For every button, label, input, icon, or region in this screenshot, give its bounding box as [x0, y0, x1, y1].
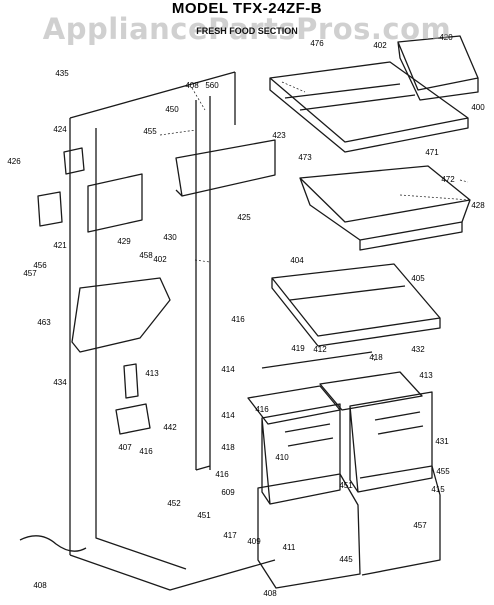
part-callout-424: 424 [53, 125, 67, 134]
part-callout-402: 402 [373, 41, 387, 50]
cabinet-back-edge [95, 128, 187, 570]
housing-430 [87, 173, 143, 233]
part-callout-429: 429 [117, 237, 131, 246]
part-callout-452: 452 [167, 499, 181, 508]
drawer-left [261, 403, 341, 505]
part-callout-435: 435 [55, 69, 69, 78]
part-callout-408: 408 [185, 81, 199, 90]
grille-434 [123, 363, 139, 399]
part-callout-458: 458 [139, 251, 153, 260]
control-442 [115, 403, 151, 435]
part-callout-402: 402 [153, 255, 167, 264]
part-callout-416: 416 [255, 405, 269, 414]
part-callout-609: 609 [221, 488, 235, 497]
part-callout-411: 411 [283, 543, 296, 552]
part-callout-416: 416 [231, 315, 245, 324]
divider-rod [261, 351, 373, 369]
part-callout-425: 425 [237, 213, 251, 222]
part-callout-414: 414 [221, 411, 235, 420]
top-shelf [269, 61, 469, 153]
pan-408-right [359, 465, 441, 576]
part-callout-400: 400 [471, 103, 485, 112]
part-callout-434: 434 [53, 378, 67, 387]
part-callout-428: 428 [471, 201, 485, 210]
section-subtitle: FRESH FOOD SECTION [196, 26, 298, 36]
part-callout-560: 560 [205, 81, 219, 90]
part-callout-419: 419 [291, 344, 305, 353]
hinge-426 [37, 191, 63, 227]
cord-445 [19, 535, 87, 552]
part-callout-404: 404 [290, 256, 304, 265]
part-callout-407: 407 [118, 443, 132, 452]
part-callout-413: 413 [145, 369, 159, 378]
part-callout-472: 472 [441, 175, 455, 184]
part-callout-442: 442 [163, 423, 177, 432]
part-callout-457: 457 [413, 521, 427, 530]
model-title: MODEL TFX-24ZF-B [171, 0, 323, 17]
part-callout-455: 455 [143, 127, 157, 136]
part-callout-408: 408 [33, 581, 47, 590]
part-callout-451: 451 [197, 511, 211, 520]
part-callout-416: 416 [139, 447, 153, 456]
leader-lines [159, 81, 471, 363]
part-callout-445: 445 [339, 555, 353, 564]
part-callout-450: 450 [165, 105, 179, 114]
part-callout-451: 451 [339, 481, 353, 490]
part-callout-413: 413 [419, 371, 433, 380]
part-callout-409: 409 [247, 537, 261, 546]
part-callout-415: 415 [431, 485, 445, 494]
part-callout-431: 431 [435, 437, 449, 446]
part-callout-416: 416 [215, 470, 229, 479]
part-callout-476: 476 [310, 39, 324, 48]
pan-408-left [257, 473, 361, 589]
part-callout-463: 463 [37, 318, 51, 327]
part-callout-417: 417 [223, 531, 237, 540]
cabinet-floor [69, 554, 276, 591]
part-callout-418: 418 [369, 353, 383, 362]
bin-420 [397, 35, 479, 101]
cabinet-left-wall [69, 71, 236, 555]
part-callout-414: 414 [221, 365, 235, 374]
cover-414-right [319, 371, 423, 411]
part-callout-405: 405 [411, 274, 425, 283]
middle-shelf-rail [289, 285, 406, 301]
part-callout-418: 418 [221, 443, 235, 452]
part-callout-408: 408 [263, 589, 277, 598]
part-callout-473: 473 [298, 153, 312, 162]
top-shelf-rail [284, 83, 416, 111]
part-callout-412: 412 [313, 345, 327, 354]
pan-471-lip [359, 222, 463, 251]
part-callout-455: 455 [436, 467, 450, 476]
rail-bracket [175, 139, 276, 197]
part-callout-426: 426 [7, 157, 21, 166]
part-callout-421: 421 [53, 241, 67, 250]
part-callout-456: 456 [33, 261, 47, 270]
part-callout-432: 432 [411, 345, 425, 354]
part-callout-420: 420 [439, 33, 453, 42]
part-callout-430: 430 [163, 233, 177, 242]
middle-shelf [271, 263, 441, 347]
drawer-right [349, 391, 433, 493]
part-callout-410: 410 [275, 453, 289, 462]
part-callout-471: 471 [425, 148, 439, 157]
bracket-424 [63, 147, 85, 175]
part-callout-457: 457 [23, 269, 37, 278]
part-callout-423: 423 [272, 131, 286, 140]
drawer-handles [284, 411, 424, 447]
shelf-405 [71, 277, 171, 353]
mullion-post [195, 96, 211, 471]
watermark-text: AppliancePartsPros.com [42, 12, 452, 46]
